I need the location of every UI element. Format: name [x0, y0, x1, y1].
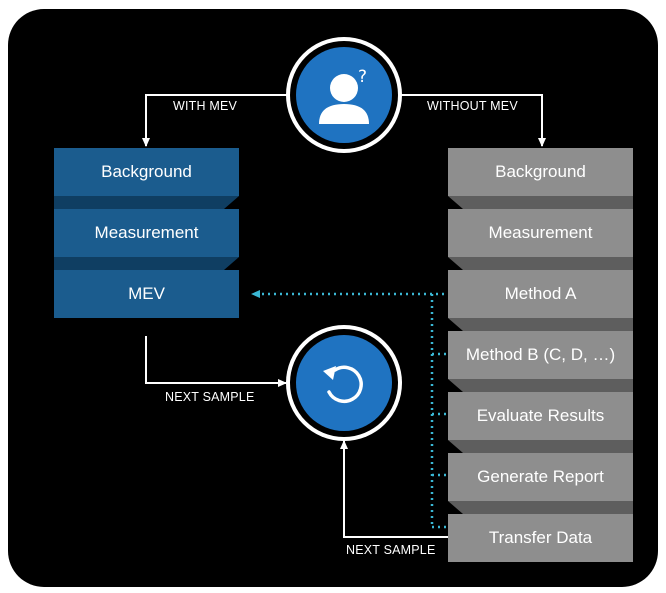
right-step-measurement: Measurement: [448, 209, 633, 257]
right-column-shapes: [448, 148, 633, 562]
user-question-icon: ?: [286, 37, 402, 153]
dotted-connectors: [251, 290, 446, 529]
right-step-method-b-label: Method B (C, D, …): [465, 345, 616, 364]
svg-text:?: ?: [358, 67, 367, 87]
next-sample-left-arrow: [145, 336, 287, 387]
with-mev-label: WITH MEV: [173, 99, 238, 113]
right-step-generate-report: Generate Report: [448, 453, 633, 501]
left-step-background-label: Background: [101, 162, 192, 181]
without-mev-label: WITHOUT MEV: [427, 99, 518, 113]
right-step-generate-report-label: Generate Report: [477, 467, 604, 486]
without-mev-arrow: [397, 94, 546, 147]
next-sample-bottom-label: NEXT SAMPLE: [346, 543, 436, 557]
with-mev-arrow: [142, 94, 290, 147]
right-step-method-b: Method B (C, D, …): [448, 331, 633, 379]
left-step-background: Background: [54, 148, 239, 196]
left-step-measurement: Measurement: [54, 209, 239, 257]
right-step-evaluate-results: Evaluate Results: [448, 392, 633, 440]
right-step-background: Background: [448, 148, 633, 196]
right-step-background-label: Background: [495, 162, 586, 181]
right-step-evaluate-results-label: Evaluate Results: [476, 406, 605, 425]
next-sample-bottom-arrow: [340, 440, 448, 538]
left-step-mev-label: MEV: [128, 284, 165, 303]
left-column-shapes: [54, 148, 239, 318]
left-step-measurement-label: Measurement: [94, 223, 199, 242]
refresh-icon: [286, 325, 402, 441]
right-step-method-a: Method A: [448, 270, 633, 318]
right-step-transfer-data-label: Transfer Data: [488, 528, 593, 547]
right-step-method-a-label: Method A: [504, 284, 577, 303]
left-step-mev: MEV: [54, 270, 239, 318]
right-step-transfer-data: Transfer Data: [448, 514, 633, 562]
next-sample-left-label: NEXT SAMPLE: [165, 390, 255, 404]
right-step-measurement-label: Measurement: [488, 223, 593, 242]
